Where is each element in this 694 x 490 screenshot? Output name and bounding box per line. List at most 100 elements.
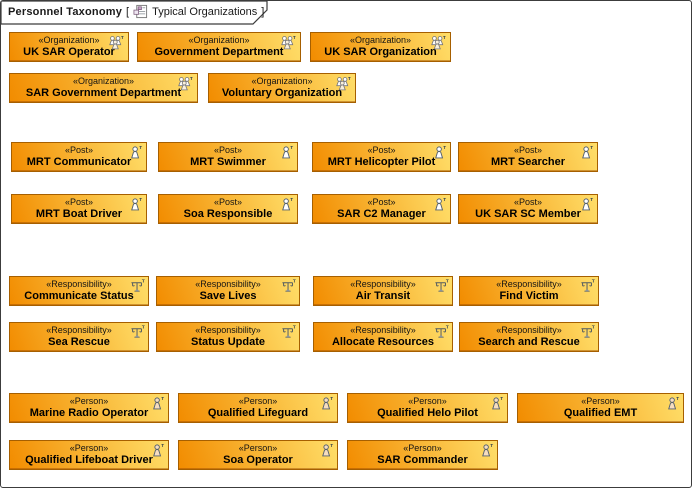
node-qualified-lifeboat-driver[interactable]: «Person»Qualified Lifeboat Driver (9, 440, 169, 470)
diagram-kind-icon (133, 4, 148, 19)
node-name: Marine Radio Operator (29, 407, 149, 419)
responsibility-icon (434, 325, 449, 340)
node-save-lives[interactable]: «Responsibility»Save Lives (156, 276, 300, 306)
node-stereotype: «Responsibility» (350, 279, 416, 289)
node-name: Air Transit (355, 290, 411, 302)
node-soa-operator[interactable]: «Person»Soa Operator (178, 440, 338, 470)
node-name: MRT Boat Driver (35, 208, 123, 220)
person-icon (150, 443, 165, 458)
node-stereotype: «Responsibility» (496, 279, 562, 289)
node-stereotype: «Organization» (251, 76, 313, 86)
node-marine-radio-operator[interactable]: «Person»Marine Radio Operator (9, 393, 169, 423)
node-status-update[interactable]: «Responsibility»Status Update (156, 322, 300, 352)
node-government-department[interactable]: «Organization»Government Department (137, 32, 301, 62)
node-stereotype: «Post» (367, 145, 396, 155)
person-icon (665, 396, 680, 411)
node-stereotype: «Post» (213, 145, 243, 155)
responsibility-icon (130, 279, 145, 294)
node-soa-responsible[interactable]: «Post»Soa Responsible (158, 194, 298, 224)
node-name: Voluntary Organization (221, 87, 343, 99)
organization-icon (176, 76, 194, 91)
node-stereotype: «Responsibility» (46, 279, 112, 289)
node-name: Qualified Lifeboat Driver (25, 454, 153, 466)
diagram-name: Typical Organizations (152, 5, 258, 18)
node-name: Find Victim (499, 290, 559, 302)
organization-icon (279, 35, 297, 50)
node-stereotype: «Person» (69, 396, 109, 406)
node-name: MRT Communicator (26, 156, 132, 168)
node-sea-rescue[interactable]: «Responsibility»Sea Rescue (9, 322, 149, 352)
node-sar-government-department[interactable]: «Organization»SAR Government Department (9, 73, 198, 103)
node-name: Soa Responsible (183, 208, 273, 220)
responsibility-icon (580, 279, 595, 294)
post-icon (579, 197, 594, 212)
node-mrt-searcher[interactable]: «Post»MRT Searcher (458, 142, 598, 172)
responsibility-icon (281, 325, 296, 340)
node-stereotype: «Person» (238, 396, 278, 406)
node-qualified-helo-pilot[interactable]: «Person»Qualified Helo Pilot (347, 393, 508, 423)
diagram-title: Personnel Taxonomy (8, 5, 123, 18)
node-stereotype: «Post» (64, 145, 94, 155)
node-sar-c2-manager[interactable]: «Post»SAR C2 Manager (312, 194, 451, 224)
node-search-and-rescue[interactable]: «Responsibility»Search and Rescue (459, 322, 599, 352)
node-name: UK SAR Organization (324, 46, 437, 58)
post-icon (432, 197, 447, 212)
node-name: Government Department (154, 46, 284, 58)
node-sar-commander[interactable]: «Person»SAR Commander (347, 440, 498, 470)
node-name: Save Lives (199, 290, 257, 302)
node-name: Soa Operator (223, 454, 293, 466)
post-icon (279, 197, 294, 212)
node-mrt-helicopter-pilot[interactable]: «Post»MRT Helicopter Pilot (312, 142, 451, 172)
node-qualified-emt[interactable]: «Person»Qualified EMT (517, 393, 684, 423)
node-stereotype: «Post» (367, 197, 396, 207)
node-stereotype: «Post» (213, 197, 243, 207)
frame-heading: Personnel Taxonomy [ Typical Organizatio… (1, 1, 273, 25)
node-stereotype: «Organization» (72, 76, 135, 86)
node-stereotype: «Responsibility» (46, 325, 112, 335)
node-stereotype: «Organization» (349, 35, 412, 45)
node-stereotype: «Organization» (188, 35, 250, 45)
node-voluntary-organization[interactable]: «Organization»Voluntary Organization (208, 73, 356, 103)
node-stereotype: «Responsibility» (350, 325, 416, 335)
node-communicate-status[interactable]: «Responsibility»Communicate Status (9, 276, 149, 306)
node-allocate-resources[interactable]: «Responsibility»Allocate Resources (313, 322, 453, 352)
node-name: MRT Swimmer (190, 156, 266, 168)
node-find-victim[interactable]: «Responsibility»Find Victim (459, 276, 599, 306)
responsibility-icon (580, 325, 595, 340)
organization-icon (107, 35, 125, 50)
node-name: SAR Commander (377, 454, 468, 466)
node-stereotype: «Person» (581, 396, 620, 406)
node-name: SAR Government Department (25, 87, 182, 99)
node-name: MRT Helicopter Pilot (327, 156, 436, 168)
node-stereotype: «Post» (513, 145, 543, 155)
organization-icon (429, 35, 447, 50)
node-stereotype: «Post» (64, 197, 94, 207)
node-name: Status Update (191, 336, 265, 348)
node-name: UK SAR SC Member (475, 208, 581, 220)
node-name: MRT Searcher (491, 156, 565, 168)
node-uk-sar-sc-member[interactable]: «Post»UK SAR SC Member (458, 194, 598, 224)
responsibility-icon (434, 279, 449, 294)
node-stereotype: «Post» (513, 197, 543, 207)
node-mrt-communicator[interactable]: «Post»MRT Communicator (11, 142, 147, 172)
node-name: SAR C2 Manager (337, 208, 426, 220)
person-icon (489, 396, 504, 411)
node-stereotype: «Person» (69, 443, 109, 453)
node-mrt-swimmer[interactable]: «Post»MRT Swimmer (158, 142, 298, 172)
node-name: Sea Rescue (48, 336, 110, 348)
node-name: Communicate Status (24, 290, 134, 302)
node-name: Qualified Helo Pilot (377, 407, 478, 419)
node-mrt-boat-driver[interactable]: «Post»MRT Boat Driver (11, 194, 147, 224)
node-name: UK SAR Operator (23, 46, 115, 58)
post-icon (279, 145, 294, 160)
person-icon (150, 396, 165, 411)
post-icon (128, 197, 143, 212)
node-uk-sar-operator[interactable]: «Organization»UK SAR Operator (9, 32, 129, 62)
organization-icon (334, 76, 352, 91)
node-uk-sar-organization[interactable]: «Organization»UK SAR Organization (310, 32, 451, 62)
responsibility-icon (281, 279, 296, 294)
node-air-transit[interactable]: «Responsibility»Air Transit (313, 276, 453, 306)
node-qualified-lifeguard[interactable]: «Person»Qualified Lifeguard (178, 393, 338, 423)
node-name: Allocate Resources (331, 336, 435, 348)
